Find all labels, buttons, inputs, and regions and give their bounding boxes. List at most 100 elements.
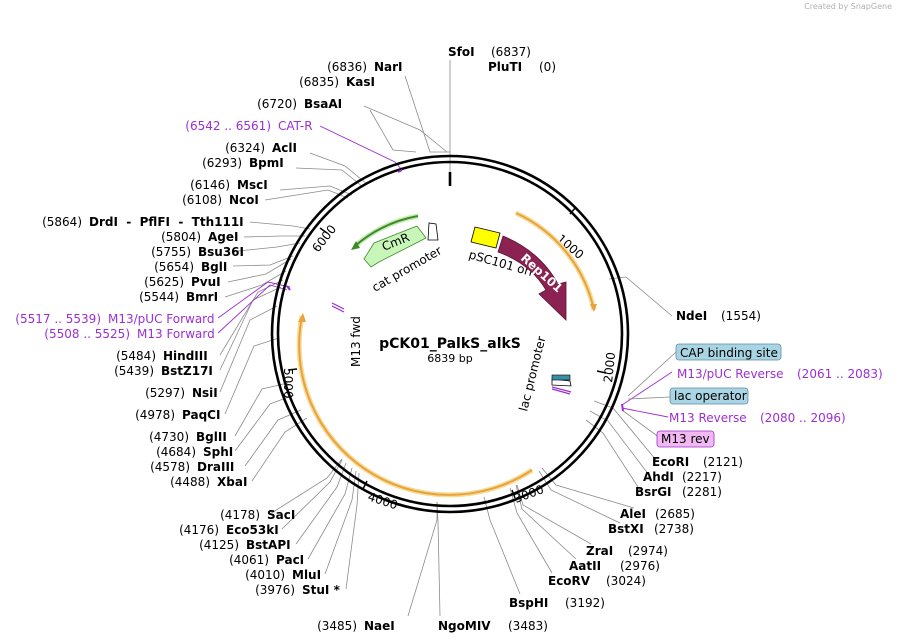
primer-labels: (6542 .. 6561) CAT-R (5517 .. 5539) M13/… <box>15 119 882 425</box>
site-naei-pos: (3485) <box>317 619 357 633</box>
site-bgli-pos: (5654) <box>154 260 194 274</box>
site-ngomiv-label: NgoMIV <box>438 619 491 633</box>
cmr-feature <box>363 225 427 268</box>
site-bmri-pos: (5544) <box>139 290 179 304</box>
lac-promoter-feature <box>551 378 572 387</box>
site-nsii-label: NsiI <box>192 386 218 400</box>
site-alei-label: AleI <box>620 507 646 521</box>
site-mlui-label: MluI <box>292 568 321 582</box>
cmr-arc-head <box>351 241 360 250</box>
site-hindiii-label: HindIII <box>163 349 208 363</box>
site-ncoi-label: NcoI <box>229 193 259 207</box>
primer-m13-rev-range: (2080 .. 2096) <box>760 411 846 425</box>
m13-rev-primer-mark <box>551 386 572 393</box>
tick-label: 5000 <box>281 368 295 399</box>
tick-label: 4000 <box>366 490 399 513</box>
m13-fwd-label: M13 fwd <box>349 316 363 367</box>
site-ecorv-label: EcoRV <box>548 574 591 588</box>
primer-m13puc-rev-range: (2061 .. 2083) <box>797 367 883 381</box>
site-bpmi-label: BpmI <box>249 156 284 170</box>
site-zrai-pos: (2974) <box>628 544 668 558</box>
site-agei-label: AgeI <box>208 230 238 244</box>
site-sfoi-label: SfoI <box>448 45 475 59</box>
lac-promoter-label: lac promoter <box>516 335 548 413</box>
site-bgli-label: BglI <box>201 260 227 274</box>
site-nari-pos: (6836) <box>327 60 367 74</box>
site-bsu36i-label: Bsu36I <box>198 245 244 259</box>
site-stui-pos: (3976) <box>255 583 295 597</box>
primer-leaders <box>217 125 673 418</box>
site-ecori-pos: (2121) <box>703 455 743 469</box>
site-bsphi-pos: (3192) <box>565 596 605 610</box>
site-kasi-label: KasI <box>346 75 375 89</box>
orange-arc-1 <box>515 212 595 311</box>
site-bsphi-label: BspHI <box>509 596 548 610</box>
backbone-inner <box>276 160 624 508</box>
site-zrai-label: ZraI <box>586 544 613 558</box>
site-bstxi-pos: (2738) <box>654 522 694 536</box>
site-bglii-pos: (4730) <box>149 430 189 444</box>
site-paqci-pos: (4978) <box>135 408 175 422</box>
primer-catr-range: (6542 .. 6561) <box>185 119 271 133</box>
site-bglii-label: BglII <box>196 430 227 444</box>
cap-box <box>675 343 782 361</box>
m13-reverse-primer-mark <box>551 388 571 395</box>
site-naei-label: NaeI <box>364 619 395 633</box>
site-bstz17i-pos: (5439) <box>114 364 154 378</box>
site-xbai-label: XbaI <box>217 475 247 489</box>
site-kasi-pos: (6835) <box>299 75 339 89</box>
site-bsrgi-label: BsrGI <box>635 485 672 499</box>
site-drdi-label: DrdI - PflFI - Tth111I <box>89 215 244 229</box>
site-pvui-label: PvuI <box>191 275 221 289</box>
site-bsaai-pos: (6720) <box>257 97 297 111</box>
site-acli-pos: (6324) <box>225 141 265 155</box>
lacop-label: lac operator <box>674 389 747 403</box>
site-sfoi-pos: (6837) <box>491 45 531 59</box>
site-bmri-label: BmrI <box>186 290 218 304</box>
site-bstapi-pos: (4125) <box>199 538 239 552</box>
tick-label: 2000 <box>601 351 618 383</box>
psc101-ori-feature <box>470 226 501 249</box>
site-msci-label: MscI <box>237 178 268 192</box>
site-ndei-pos: (1554) <box>721 309 761 323</box>
site-ndei-label: NdeI <box>676 309 707 323</box>
primer-m13-rev-label: M13 Reverse <box>669 411 747 425</box>
orange-arc-2 <box>298 315 533 496</box>
site-saci-label: SacI <box>267 508 295 522</box>
site-draiii-label: DraIII <box>197 460 234 474</box>
site-nsii-pos: (5297) <box>145 386 185 400</box>
site-aatii-label: AatII <box>569 559 601 573</box>
primer-m13puc-fwd-range: (5517 .. 5539) <box>15 312 101 326</box>
site-eco53ki-label: Eco53kI <box>226 523 279 537</box>
site-drdi-pos: (5864) <box>42 215 82 229</box>
site-hindiii-pos: (5484) <box>116 349 156 363</box>
site-pvui-pos: (5625) <box>144 275 184 289</box>
lacop-box <box>669 387 749 405</box>
orange-arc-1-head <box>590 304 597 312</box>
boxed-labels: CAP binding site lac operator M13 rev <box>656 343 782 448</box>
site-paci-pos: (4061) <box>229 553 269 567</box>
cap-label: CAP binding site <box>680 346 778 360</box>
m13-fwd-mark <box>331 302 345 310</box>
site-acli-label: AclI <box>272 141 297 155</box>
primer-m13-fwd-range: (5508 .. 5525) <box>44 327 130 341</box>
site-ecorv-pos: (3024) <box>606 574 646 588</box>
site-labels: SfoI (6837) PluTI (0) (6836) NarI (6835)… <box>42 45 761 633</box>
site-nari-label: NarI <box>374 60 403 74</box>
site-sphi-label: SphI <box>203 445 233 459</box>
site-ahdi-pos: (2217) <box>682 470 722 484</box>
primer-m13puc-fwd-label: M13/pUC Forward <box>108 312 215 326</box>
site-alei-pos: (2685) <box>655 507 695 521</box>
plasmid-name: pCK01_PalkS_alkS <box>379 336 521 352</box>
primer-m13puc-rev-label: M13/pUC Reverse <box>677 367 784 381</box>
plasmid-size: 6839 bp <box>427 352 472 365</box>
site-bstapi-label: BstAPI <box>246 538 291 552</box>
primer-catr-label: CAT-R <box>278 119 313 133</box>
site-eco53ki-pos: (4176) <box>179 523 219 537</box>
cat-promoter-feature <box>427 222 439 241</box>
site-saci-pos: (4178) <box>220 508 260 522</box>
site-ngomiv-pos: (3483) <box>508 619 548 633</box>
site-bpmi-pos: (6293) <box>202 156 242 170</box>
backbone-outer <box>270 154 630 514</box>
